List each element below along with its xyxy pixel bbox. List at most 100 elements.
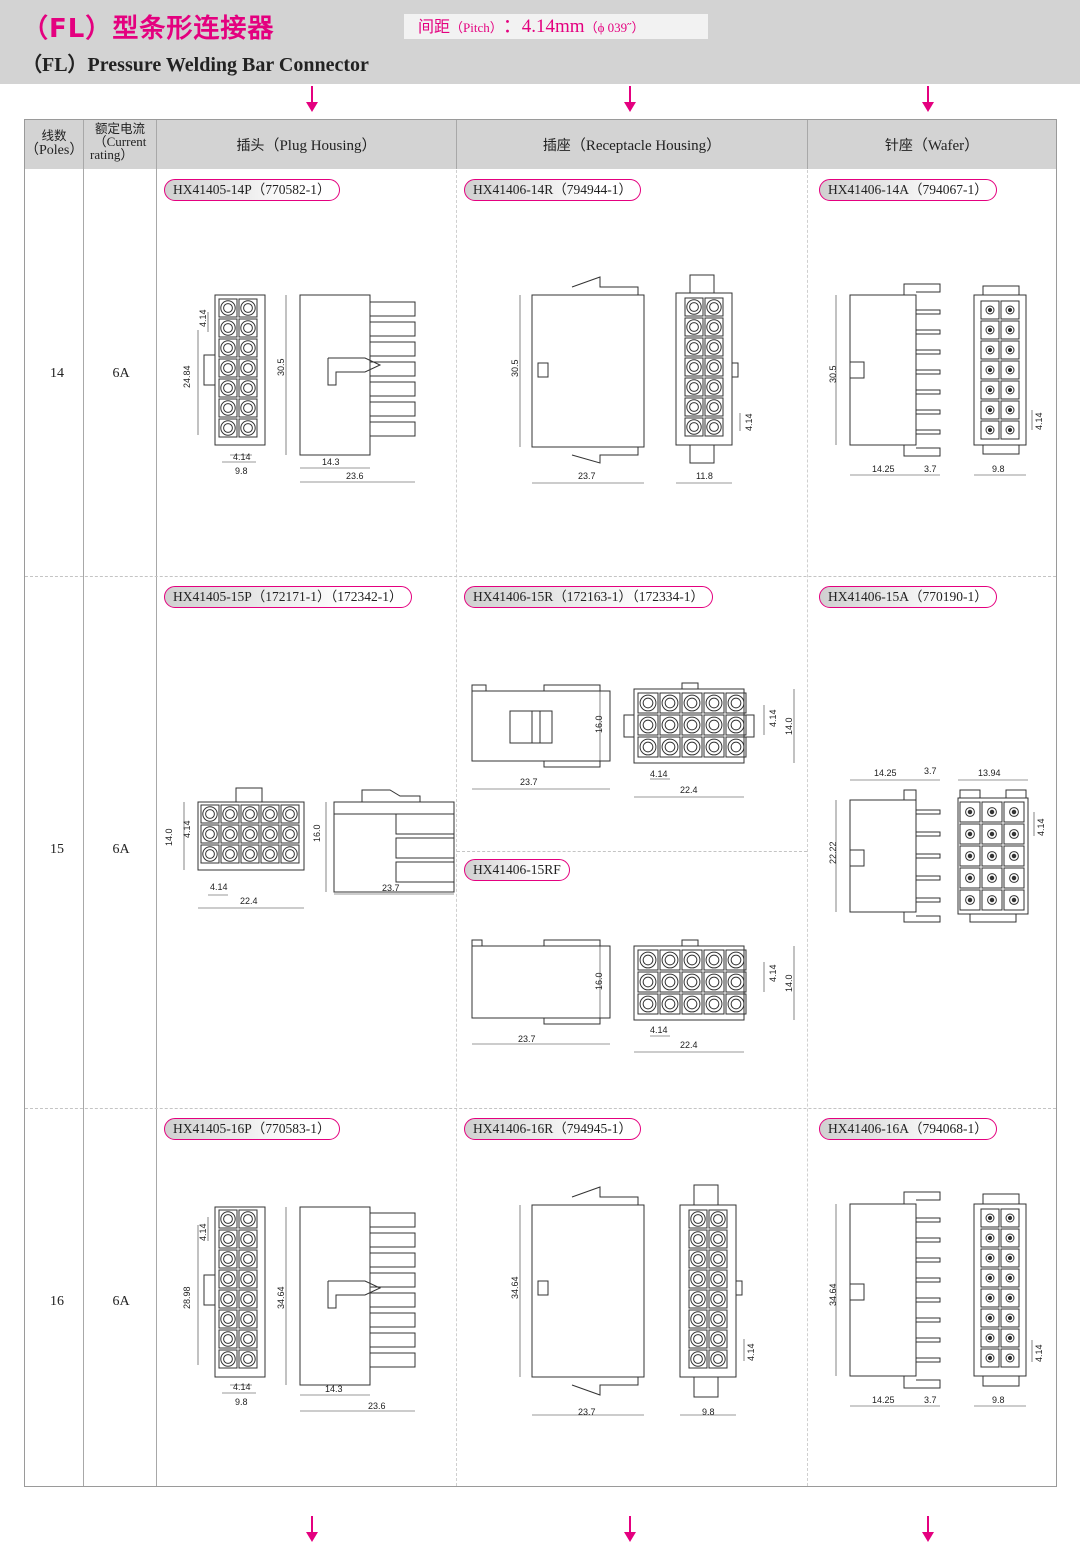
contact-hole: [242, 806, 258, 822]
contact-hole: [202, 806, 218, 822]
contact-hole: [727, 694, 745, 712]
contact-cavity: [220, 824, 240, 844]
contact-cavity: [1003, 801, 1025, 823]
contact-pin: [1007, 1335, 1013, 1341]
contact-hole: [985, 385, 995, 395]
contact-hole: [220, 1271, 236, 1287]
contact-cavity: [238, 318, 258, 338]
dimension-label: 4.14: [198, 309, 208, 327]
contact-cavity: [1000, 1348, 1020, 1368]
contact-hole: [1009, 851, 1019, 861]
contact-cavity: [238, 1269, 258, 1289]
contact-hole: [661, 694, 679, 712]
contact-pin: [1007, 347, 1013, 353]
contact-pin: [987, 347, 993, 353]
dimension-label: 16.0: [594, 715, 604, 733]
contact-pin: [243, 423, 253, 433]
contact-cavity: [218, 358, 238, 378]
contact-cavity: [1000, 1328, 1020, 1348]
dimension-label: 23.6: [368, 1401, 386, 1411]
poles-header-en: （Poles）: [25, 143, 84, 158]
arrow-down-icon: [922, 1516, 934, 1542]
contact-hole: [683, 995, 701, 1013]
contact-cavity: [980, 420, 1000, 440]
poles-value: 15: [50, 842, 64, 857]
contact-hole: [985, 1213, 995, 1223]
contact-hole: [661, 973, 679, 991]
contact-pin: [989, 897, 995, 903]
wafer-pin: [915, 897, 941, 903]
contact-hole: [1009, 829, 1019, 839]
contact-pin: [967, 831, 973, 837]
contact-cavity: [238, 398, 258, 418]
rating-header-cn: 额定电流: [94, 121, 145, 136]
contact-hole: [985, 405, 995, 415]
contact-pin: [1011, 875, 1017, 881]
contact-pin: [686, 741, 698, 753]
contact-cavity: [218, 1289, 238, 1309]
contact-cavity: [688, 1329, 708, 1349]
contact-cavity: [659, 949, 681, 971]
contact-cavity: [684, 337, 704, 357]
receptacle-housing-drawing: 16.0 23.7 4.14 14.0 4.14 22.4: [471, 939, 795, 1053]
contact-cavity: [681, 993, 703, 1015]
dimension-label: 16.0: [594, 972, 604, 990]
contact-cavity: [238, 1309, 258, 1329]
contact-pin: [689, 382, 699, 392]
column-header-bar: [25, 120, 1056, 169]
contact-pin: [223, 1214, 233, 1224]
contact-hole: [639, 973, 657, 991]
column-divider: [83, 120, 84, 1486]
contact-pin: [664, 954, 676, 966]
contact-pin: [1007, 1235, 1013, 1241]
contact-pin: [642, 976, 654, 988]
contact-hole: [220, 1231, 236, 1247]
contact-cavity: [659, 971, 681, 993]
wafer-pin: [915, 329, 941, 335]
contact-hole: [985, 1333, 995, 1343]
contact-pin: [693, 1294, 703, 1304]
rating-header-en-2: rating）: [90, 147, 134, 162]
contact-pin: [689, 302, 699, 312]
contact-hole: [710, 1291, 726, 1307]
contact-hole: [240, 1251, 256, 1267]
plug-header-en: （Plug Housing）: [264, 138, 377, 154]
contact-hole: [727, 995, 745, 1013]
contact-cavity: [238, 298, 258, 318]
contact-pin: [225, 829, 235, 839]
contact-cavity: [708, 1269, 728, 1289]
contact-pin: [243, 1234, 253, 1244]
rating-header-en-1: （Current: [93, 134, 147, 149]
contact-hole: [220, 1311, 236, 1327]
dimension-label: 4.14: [746, 1343, 756, 1361]
contact-cavity: [218, 1209, 238, 1229]
pitch-label-en: （Pitch）: [450, 20, 503, 35]
wafer-pin: [915, 349, 941, 355]
dimension-label: 14.3: [322, 457, 340, 467]
contact-pin: [243, 1214, 253, 1224]
contact-hole: [706, 339, 722, 355]
plug-header-cn: 插头: [236, 138, 265, 154]
contact-pin: [223, 343, 233, 353]
contact-cavity: [238, 1209, 258, 1229]
contact-cavity: [703, 971, 725, 993]
contact-pin: [967, 853, 973, 859]
contact-hole: [705, 738, 723, 756]
contact-pin: [713, 1214, 723, 1224]
plug-housing-drawing: 4.14 28.98 34.64 4.14 9.8 14.3 23.6: [182, 1206, 416, 1412]
contact-hole: [706, 379, 722, 395]
contact-pin: [243, 1334, 253, 1344]
contact-cavity: [980, 1308, 1000, 1328]
contact-pin: [693, 1234, 703, 1244]
contact-hole: [240, 1231, 256, 1247]
contact-hole: [683, 694, 701, 712]
contact-hole: [985, 325, 995, 335]
contact-pin: [713, 1274, 723, 1284]
contact-hole: [985, 425, 995, 435]
contact-cavity: [703, 993, 725, 1015]
contact-hole: [705, 951, 723, 969]
column-divider: [807, 170, 808, 1486]
contact-pin: [709, 422, 719, 432]
contact-pin: [223, 303, 233, 313]
rating-value: 6A: [112, 842, 130, 857]
